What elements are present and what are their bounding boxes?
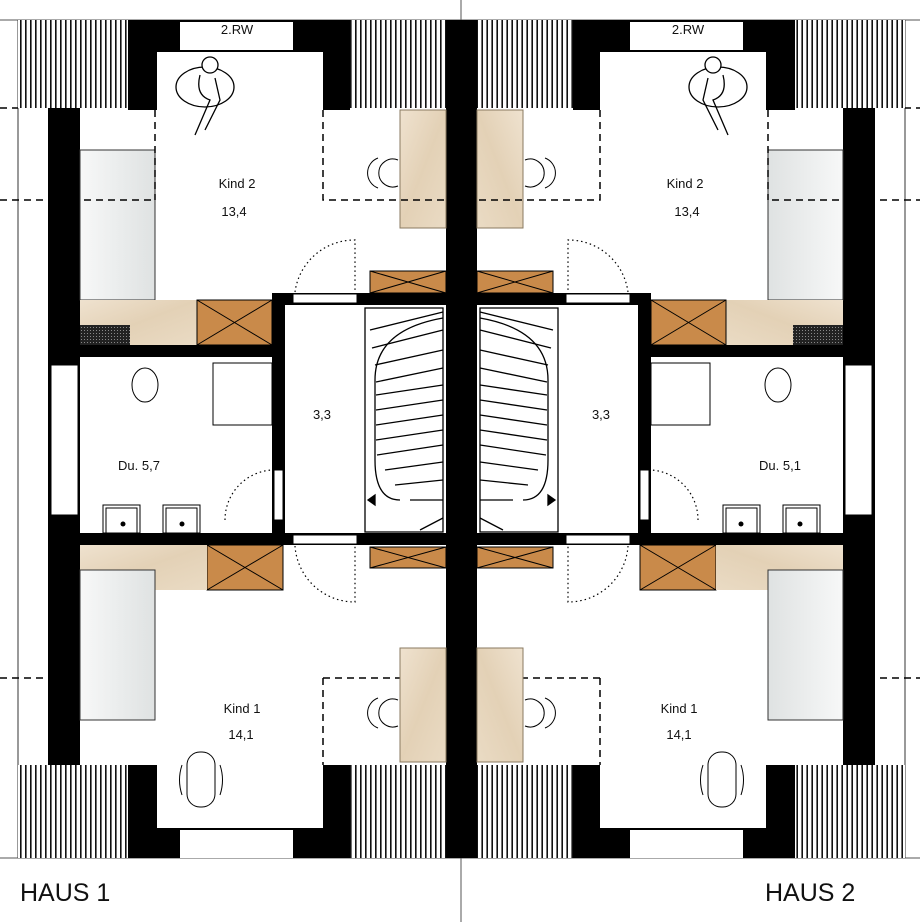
rw-box (180, 22, 293, 50)
door-opening (292, 534, 358, 545)
room-area-hall: 3,3 (592, 407, 610, 422)
chair-icon (367, 157, 399, 189)
room-name-kind1: Kind 1 (224, 701, 261, 716)
room-area-hall: 3,3 (313, 407, 331, 422)
window (50, 364, 79, 516)
staircase (364, 307, 444, 533)
window-box (180, 830, 293, 858)
room-name-kind2: Kind 2 (219, 176, 256, 191)
roof-hatch (18, 20, 128, 108)
haus-1-plan (0, 20, 462, 858)
room-area-kind1: 14,1 (228, 727, 253, 742)
person-icon (175, 56, 235, 136)
desk (399, 647, 447, 763)
bed (79, 149, 156, 301)
room-area-kind2: 13,4 (221, 204, 246, 219)
room-label-bath: Du. 5,1 (759, 458, 801, 473)
door-swing (224, 239, 356, 603)
shower-tray (212, 362, 273, 426)
haus-2-title: HAUS 2 (765, 879, 855, 907)
door-opening (292, 293, 358, 304)
rw-label: 2.RW (221, 22, 254, 37)
room-name-kind1: Kind 1 (661, 701, 698, 716)
roof-hatch (18, 765, 128, 858)
room-area-kind1: 14,1 (666, 727, 691, 742)
room-label-bath: Du. 5,7 (118, 458, 160, 473)
bed (79, 569, 156, 721)
armchair-icon (179, 751, 223, 808)
roof-hatch (350, 765, 446, 858)
door-opening (273, 469, 284, 521)
cabinet-box (196, 270, 447, 591)
room-name-kind2: Kind 2 (667, 176, 704, 191)
haus-1-title: HAUS 1 (20, 879, 110, 907)
toilet-icon (131, 367, 159, 403)
room-area-kind2: 13,4 (674, 204, 699, 219)
rw-label: 2.RW (672, 22, 705, 37)
sink-icon (102, 504, 201, 534)
chair-icon (367, 697, 399, 729)
desk (399, 109, 447, 229)
roof-hatch (350, 20, 446, 108)
